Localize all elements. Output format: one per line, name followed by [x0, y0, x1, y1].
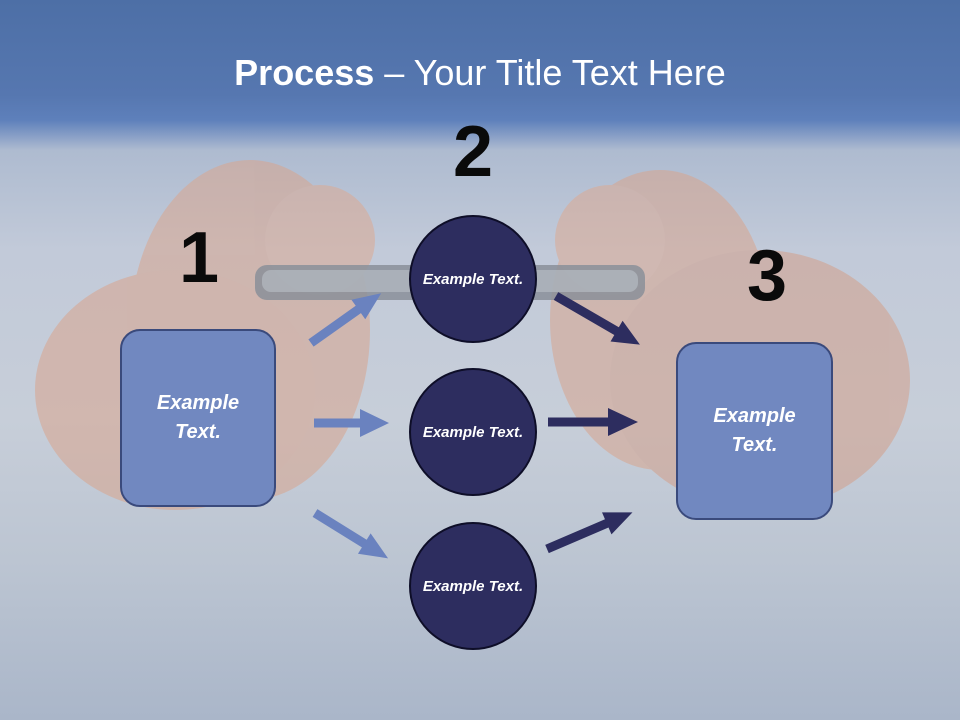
step-3-box: Example Text. — [676, 342, 833, 520]
step-2-circle-bottom-label: Example Text. — [422, 577, 524, 595]
step-3-label: Example Text. — [713, 405, 796, 456]
title-rest: – Your Title Text Here — [374, 52, 726, 93]
step-2-circle-bottom: Example Text. — [409, 522, 537, 650]
step-1-box: Example Text. — [120, 329, 276, 507]
arrow-1-to-middle — [314, 409, 389, 437]
step-number-1: 1 — [178, 218, 220, 298]
arrow-top-to-3 — [553, 292, 640, 345]
step-number-2: 2 — [452, 112, 494, 192]
arrow-middle-to-3 — [548, 408, 638, 436]
title-bold: Process — [234, 52, 375, 93]
step-2-circle-middle: Example Text. — [409, 368, 537, 496]
step-1-label: Example Text. — [156, 392, 240, 443]
arrow-bottom-to-3 — [545, 512, 633, 554]
step-2-circle-top-label: Example Text. — [422, 270, 524, 288]
arrow-1-to-top — [308, 293, 382, 347]
step-2-circle-top: Example Text. — [409, 215, 537, 343]
slide-title: Process – Your Title Text Here — [0, 52, 960, 94]
step-2-circle-middle-label: Example Text. — [422, 423, 524, 441]
step-number-3: 3 — [746, 236, 788, 316]
arrow-1-to-bottom — [312, 509, 389, 559]
